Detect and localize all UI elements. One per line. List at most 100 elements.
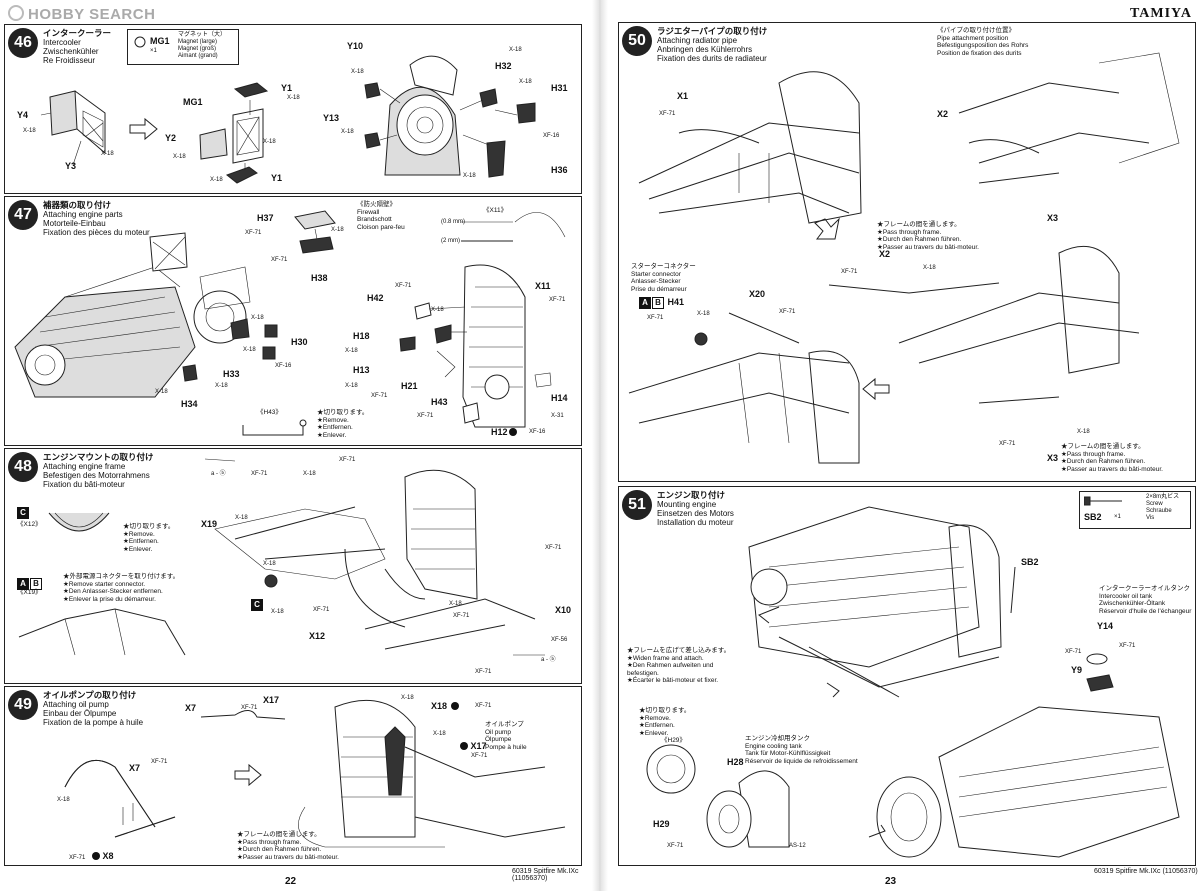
paint-code: XF-71 <box>475 703 492 709</box>
paint-code: X-18 <box>101 151 114 157</box>
paint-code: X-18 <box>1077 429 1090 435</box>
label-h28: H28 <box>727 757 744 767</box>
paint-code: XF-71 <box>999 441 1016 447</box>
x19-box-label: 《X19》 <box>17 589 42 596</box>
label-h32: H32 <box>495 61 512 71</box>
version-c-badge: C <box>251 599 263 611</box>
x11-size-08: (0.8 mm) <box>441 219 465 225</box>
paint-code: X-18 <box>697 311 710 317</box>
page-footer: 60319 Spitfire Mk.IXc (11056370) <box>512 868 579 882</box>
paint-code: X-18 <box>463 173 476 179</box>
paint-code: AS-12 <box>789 843 806 849</box>
paint-code: XF-56 <box>551 637 568 643</box>
paint-code: XF-71 <box>779 309 796 315</box>
paint-code: X-18 <box>215 383 228 389</box>
paint-code: XF-71 <box>475 669 492 675</box>
step-number: 46 <box>8 28 38 58</box>
pass-through-note: ★フレームの間を通します。★Pass through frame.★Durch … <box>237 831 339 861</box>
paint-code: X-18 <box>401 695 414 701</box>
paint-code: XF-71 <box>545 545 562 551</box>
page-gutter <box>592 0 608 891</box>
label-y2: Y2 <box>165 133 177 143</box>
paint-code: XF-16 <box>543 133 560 139</box>
paint-code: XF-16 <box>529 429 546 435</box>
label-sb2: SB2 <box>1021 557 1039 567</box>
paint-code: X-18 <box>923 265 936 271</box>
paint-code: X-18 <box>155 389 168 395</box>
paint-code: X-18 <box>57 797 70 803</box>
label-x7-top: X7 <box>185 703 197 713</box>
label-h34: H34 <box>181 399 198 409</box>
paint-code: XF-71 <box>69 855 86 861</box>
paint-code: X-18 <box>449 601 462 607</box>
label-y1-top: Y1 <box>281 83 293 93</box>
paint-code: XF-71 <box>453 613 470 619</box>
paint-code: X-18 <box>331 227 344 233</box>
label-h43: H43 <box>431 397 448 407</box>
paint-code: XF-71 <box>271 257 288 263</box>
screw-icon <box>1084 496 1122 506</box>
a-b-ref-bottom: a - ⓑ <box>541 657 556 663</box>
label-h31: H31 <box>551 83 568 93</box>
label-y3: Y3 <box>65 161 77 171</box>
legend-qty: ×1 <box>1114 514 1121 520</box>
label-x3: X3 <box>1047 453 1059 463</box>
step-number: 49 <box>8 690 38 720</box>
label-h30: H30 <box>291 337 308 347</box>
pass-through-note: ★フレームの間を通します。★Pass through frame.★Durch … <box>877 221 979 251</box>
radiator-pipe-diagram <box>628 52 1180 464</box>
paint-code: XF-71 <box>841 269 858 275</box>
x11-size-2: (2 mm) <box>441 238 460 244</box>
label-h14: H14 <box>551 393 568 403</box>
paint-code: XF-71 <box>339 457 356 463</box>
paint-code: X-18 <box>433 731 446 737</box>
label-y9: Y9 <box>1071 665 1083 675</box>
label-mg1: MG1 <box>183 97 203 107</box>
watermark-logo-icon <box>8 5 24 21</box>
widen-frame-note: ★フレームを広げて差し込みます。★Widen frame and attach.… <box>627 647 731 684</box>
tamiya-logo: TAMIYA <box>1129 6 1192 21</box>
label-y13: Y13 <box>323 113 340 123</box>
label-y10: Y10 <box>347 41 364 51</box>
paint-dot-icon <box>508 428 517 436</box>
paint-code: X-18 <box>287 95 300 101</box>
remove-note: ★切り取ります。★Remove.★Entfernen.★Enlever. <box>317 409 369 439</box>
paint-code: XF-71 <box>659 111 676 117</box>
label-x10: X10 <box>555 605 572 615</box>
intercooler-exploded-diagram <box>40 55 536 184</box>
label-h29: H29 <box>653 819 670 829</box>
starter-connector-note: ★外部電源コネクターを取り付けます。★Remove starter connec… <box>63 573 180 603</box>
step-number: 51 <box>622 490 652 520</box>
watermark: HOBBY SEARCH <box>8 5 155 23</box>
paint-code: X-18 <box>263 139 276 145</box>
remove-note: ★切り取ります。★Remove.★Entfernen.★Enlever. <box>639 707 691 737</box>
label-x3-pos: X3 <box>1047 213 1059 223</box>
x11-box-label: 《X11》 <box>483 207 508 214</box>
label-x8: X8 <box>91 851 114 861</box>
version-c-badge: C <box>17 507 29 519</box>
a-b-ref-top: a - ⓑ <box>211 471 226 477</box>
paint-code: X-18 <box>23 128 36 134</box>
paint-code: X-18 <box>341 129 354 135</box>
x12-box-label: 《X12》 <box>17 521 42 528</box>
paint-code: XF-71 <box>313 607 330 613</box>
label-h13: H13 <box>353 365 370 375</box>
paint-code: XF-71 <box>151 759 168 765</box>
h43-box-label: 《H43》 <box>257 409 282 416</box>
label-x17: X17 <box>459 741 487 751</box>
label-x18: X18 <box>431 701 459 711</box>
